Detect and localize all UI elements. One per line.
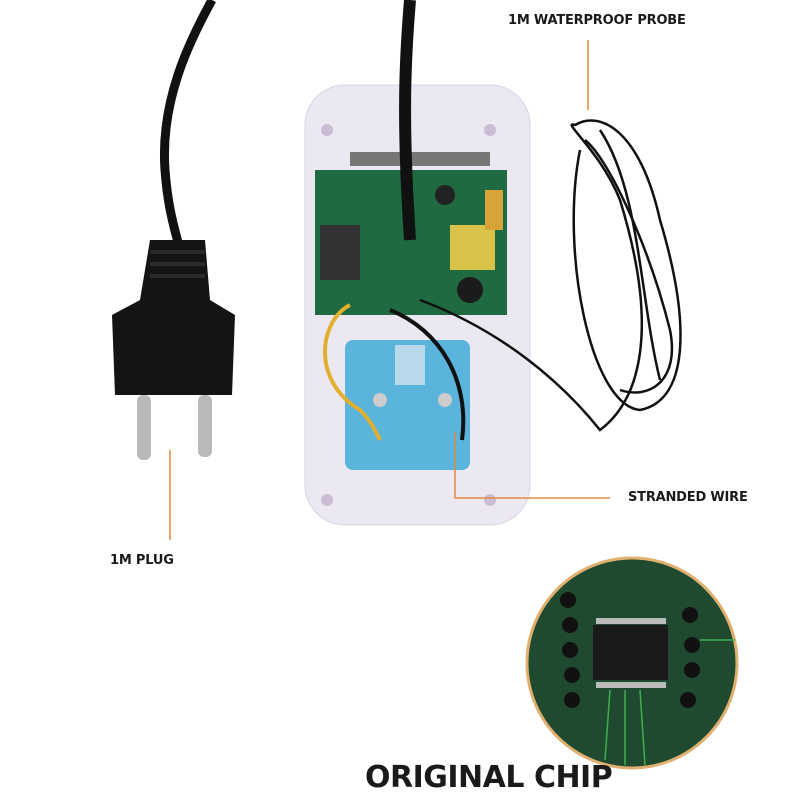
stranded-wire-label: STRANDED WIRE — [628, 490, 748, 505]
plug-cord — [159, 0, 216, 252]
probe-label: 1M WATERPROOF PROBE — [508, 13, 686, 28]
probe-cable-coil — [419, 119, 682, 432]
socket — [345, 340, 470, 470]
power-cable — [399, 0, 416, 241]
plug-label: 1M PLUG — [110, 553, 174, 568]
eu-plug — [112, 240, 235, 460]
chip-inset — [525, 556, 739, 770]
original-chip-label: ORIGINAL CHIP — [365, 760, 613, 795]
leader-lines — [169, 40, 610, 540]
